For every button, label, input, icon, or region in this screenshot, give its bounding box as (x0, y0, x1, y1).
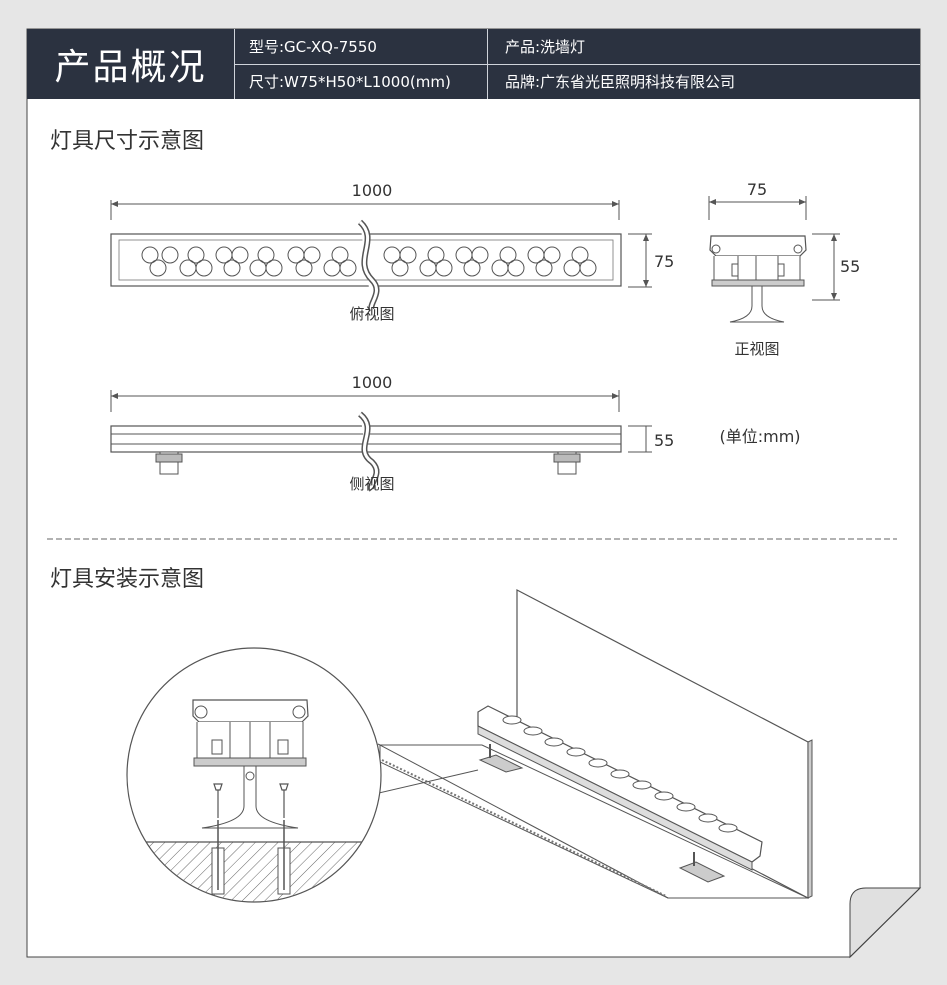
front-view-caption: 正视图 (734, 340, 779, 358)
side-length-label: 1000 (352, 373, 393, 392)
front-view: 75 55 正视图 (708, 180, 860, 358)
install-section-heading: 灯具安装示意图 (50, 567, 205, 592)
model-cell: 型号:GC-XQ-7550 (249, 38, 377, 56)
install-diagram (126, 589, 813, 903)
top-view-caption: 俯视图 (349, 305, 394, 323)
led-lens-array (141, 246, 597, 277)
front-width-label: 75 (747, 180, 767, 199)
brand-cell: 品牌:广东省光臣照明科技有限公司 (505, 73, 736, 91)
front-height-label: 55 (840, 257, 860, 276)
side-view: 1000 55 侧视图 (单位:mm) (110, 373, 801, 493)
size-cell: 尺寸:W75*H50*L1000(mm) (249, 73, 451, 91)
side-height-label: 55 (654, 431, 674, 450)
top-length-label: 1000 (352, 181, 393, 200)
product-cell: 产品:洗墙灯 (505, 38, 586, 56)
top-view: 1000 75 俯视图 (110, 181, 674, 323)
top-height-label: 75 (654, 252, 674, 271)
unit-note: (单位:mm) (719, 427, 800, 446)
side-view-caption: 侧视图 (349, 475, 394, 493)
dimension-section-heading: 灯具尺寸示意图 (50, 129, 205, 154)
page-title: 产品概况 (54, 47, 207, 88)
header-bar: 产品概况 型号:GC-XQ-7550 产品:洗墙灯 尺寸:W75*H50*L10… (27, 29, 920, 99)
